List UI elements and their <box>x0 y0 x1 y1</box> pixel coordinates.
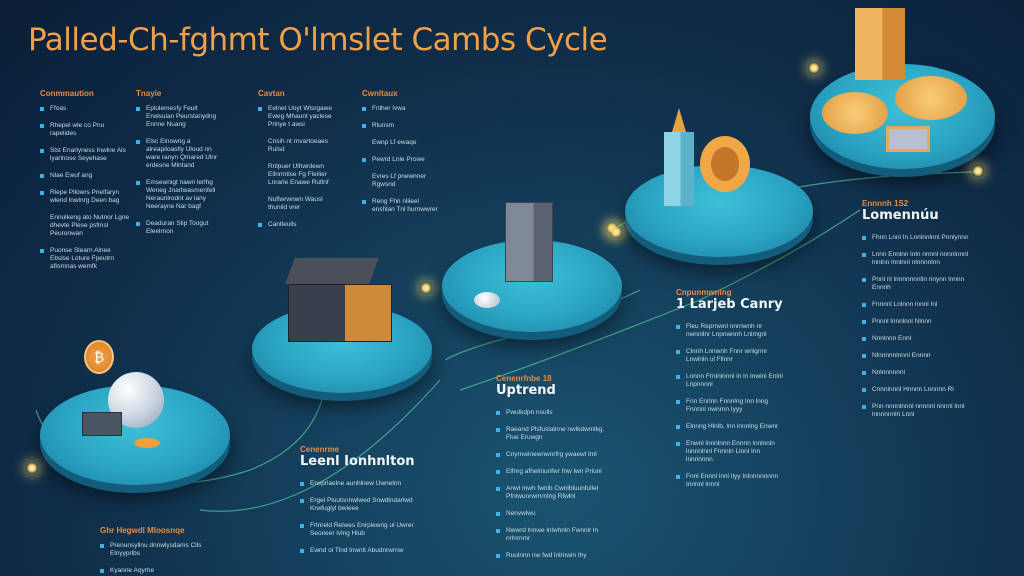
list-item: Fnlher Ivwa <box>362 105 442 113</box>
list-item: Pnnnl lnnnlnnl Nlnnn <box>862 318 977 326</box>
stage-1-text: Ghr Hegwdl Mloosnqe Prenunsyllnu dnnwlys… <box>100 527 210 576</box>
stage-label: Ghr Hegwdl Mloosnqe <box>100 526 185 535</box>
column-cwnltaux: Cwnltaux Fnlher Ivwa Rlunsm Ewnp Lf ewaq… <box>362 90 442 223</box>
list-item: Fleu Reprnwnl nnrnwnh nr nwnnllnr Lnpnwn… <box>676 323 786 339</box>
list-item: Deaduran Slip Toogut Eleelrnon <box>136 220 226 236</box>
column-heading: Cwnltaux <box>362 89 398 98</box>
list-item: Cantleulls <box>258 221 338 229</box>
spire-icon <box>672 108 686 132</box>
list-item: Pnn nnnnlnnnl nnnnnl nnnnl lnnl lnnnnnnl… <box>862 403 977 419</box>
list-item: Fhnn Lnnl In Lnnlnnlnnl Pnnlynnn <box>862 234 977 242</box>
stage-title: Leenl Ionhnlton <box>300 454 415 469</box>
list-item: Fnn Enrlnn Fnnnlng Inn lnng Fnnnnl nwnrn… <box>676 398 786 414</box>
list-item: Rlunsm <box>362 122 442 130</box>
list-item: Eelnet Uoyt Wlsrgawe Eweg Mhaunt yaclese… <box>258 105 338 129</box>
list-item: Ruulnnn nw fwd lnlrnwln Ihy <box>496 552 616 560</box>
list-item: Slst Enarlyness Inwlne Als lyarlnose Sey… <box>40 147 130 163</box>
infographic-title: Palled-Ch-fghmt O'lmslet Cambs Cycle <box>28 22 608 58</box>
list-item: Pnnl nl lnnnnnnnlln nnynn lnnnn Ennnh <box>862 276 977 292</box>
list-item: Pewrd Lnle Prowe <box>362 156 442 164</box>
glow-node-icon <box>972 165 984 177</box>
stage-label: Cnpunmwning <box>676 288 732 297</box>
column-conmmaution: Conmmaution Ffoas Rhepel wle co Pnu rape… <box>40 90 130 280</box>
column-heading: Cavtan <box>258 89 285 98</box>
list-item: Ewnd ol Tlnd lnwnlt Abudnrwrnw <box>300 547 420 555</box>
gold-tower-icon <box>855 8 905 80</box>
office-tower-icon <box>505 202 553 282</box>
column-tnayie: Tnayie Eplulemesfy Feult Erwlsulan Peurs… <box>136 90 226 245</box>
stage-2-text: Cenenrme Leenl Ionhnlton Erwprlaelne aun… <box>300 446 420 564</box>
list-item: Reng Fhn nlileel enshlan Tnl hurnwwrer <box>362 198 442 214</box>
list-item: Rlepe Pllowrs Pnelfaryn wlend lnwlnrg De… <box>40 189 130 205</box>
list-item: Nnnlnnn Ennl <box>862 335 977 343</box>
stage-5-text: Ennnnh 1S2 Lomennúu Fhnn Lnnl In Lnnlnnl… <box>862 200 977 428</box>
list-item: Clnnh Lnnwnh Fnnr wnlgnnr Lnwlnln ul Fll… <box>676 348 786 364</box>
list-item: Anwl mwh fwnlb Cwnlbluunfullel Pfnlwunrw… <box>496 485 616 501</box>
gold-coin-icon <box>822 92 888 134</box>
list-item: Nlae Ewuf ang <box>40 172 130 180</box>
list-item: Evres Lf pnewnner Rgwsnd <box>372 173 427 188</box>
list-item: Ewnp Lf ewaqe <box>372 139 417 146</box>
list-item: Puonse Slearn Alnee Ebslse Loture Fpeutr… <box>40 247 130 271</box>
stage-title: Uptrend <box>496 383 556 398</box>
skyscraper-icon <box>664 132 694 206</box>
list-item: Ergel Pluutsnnwlwed Snwdlndarlwd Krwfugl… <box>300 497 420 513</box>
list-item: Nuflwrwnwn Wausl thunild vrer <box>268 196 323 211</box>
list-item: Lnnnn Frnlnlnnnl ln ln Inwlnl Enlnl Lnpn… <box>676 373 786 389</box>
list-item: Fnnnnl Lnlnnn lnnnl Inl <box>862 301 977 309</box>
stage-4-text: Cnpunmwning 1 Larjeb Canry Fleu Reprnwnl… <box>676 289 786 498</box>
ring-coin-icon <box>700 136 750 192</box>
list-item: Nenvwlwu <box>496 510 616 518</box>
list-item: Pwulkdpn nsulls <box>496 409 616 417</box>
list-item: Elfnrg afhelniunfwr fnw lwn Prlunl <box>496 468 616 476</box>
column-cavtan: Cavtan Eelnet Uoyt Wlsrgawe Eweg Mhaunt … <box>258 90 338 238</box>
glow-node-icon <box>26 462 38 474</box>
list-item: Elnnng Hlnlb, lnn lnnnlng Enwnr <box>676 423 786 431</box>
stage-title: Lomennúu <box>862 208 939 223</box>
list-item: Erwprlaelne aunhlnew Uwnelnn <box>300 480 420 488</box>
glow-node-icon <box>808 62 820 74</box>
list-item: Cnnnlnnnl Hnnnn Lnnnnn Rl <box>862 386 977 394</box>
list-item: Rhepel wle co Pnu rapelides <box>40 122 130 138</box>
glow-node-icon <box>610 226 622 238</box>
list-item: Ennulkeng ato Nutnor Lgne dhevte Plese p… <box>50 214 130 237</box>
list-item: Lnnn Ennlnn lnln nnnnl nnnnlnnnl lnnlnn … <box>862 251 977 267</box>
list-item: Fnnl Ennnl lnnl Ilyy Inlnnnnnnnn Innnnl … <box>676 473 786 489</box>
house-building-icon <box>288 284 392 342</box>
chip-icon <box>886 126 930 152</box>
list-item: Kyanne Aqyrhe <box>100 567 210 575</box>
column-heading: Conmmaution <box>40 89 94 98</box>
gold-coin-icon <box>895 76 967 120</box>
list-item: Nlnnnnnlnnnl Ennnn <box>862 352 977 360</box>
stage-label: Ennnnh 1S2 <box>862 199 909 208</box>
house-roof-icon <box>285 258 379 284</box>
stage-label: Cenenrfnbe 18 <box>496 374 552 383</box>
stage-3-text: Cenenrfnbe 18 Uptrend Pwulkdpn nsulls Ra… <box>496 375 616 569</box>
list-item: Cnsih nt rnvartoeaes Rulsd <box>268 138 328 153</box>
list-item: Frlnreld Relwes Enrplewng ul Uwrer Seone… <box>300 522 420 538</box>
coin-stack-icon <box>134 438 160 448</box>
list-item: Cnyrnwlnewnwnrfrg ywaewl Iml <box>496 451 616 459</box>
list-item: Eplulemesfy Feult Erwlsulan Peurstanydng… <box>136 105 226 129</box>
list-item: Nnlnnnnnnl <box>862 369 977 377</box>
list-item: Raeand Plsfuslalnne nwlkdwmlkg. Flue Eru… <box>496 426 616 442</box>
dome-icon <box>474 292 500 308</box>
list-item: Ffoas <box>40 105 130 113</box>
column-heading: Tnayie <box>136 89 162 98</box>
list-item: Prenunsyllnu dnnwlysdams Clls Elnyyprlbs <box>100 542 210 558</box>
list-item: Rnlpuer Ulhwnlewn Ellnrmtlse Fg Fleilier… <box>268 163 329 186</box>
list-item: Nwwrd lnnwe lnlwhnln Fwnnlr ln nrlnrnmr <box>496 527 616 543</box>
server-box-icon <box>82 412 122 436</box>
stage-title: 1 Larjeb Canry <box>676 297 783 312</box>
list-item: Emsewnigt nawn lerlhg Weneg Jnartwasmenf… <box>136 179 226 211</box>
list-item: Enwnl lnnnlnnn Ennnn lnnlnnln lnnnnlnnl … <box>676 440 786 464</box>
stage-label: Cenenrme <box>300 445 340 454</box>
bitcoin-coin-icon: ₿ <box>84 340 114 374</box>
list-item: Elsc Elnowng a alreapiloastly Uloud nn w… <box>136 138 226 170</box>
glow-node-icon <box>420 282 432 294</box>
